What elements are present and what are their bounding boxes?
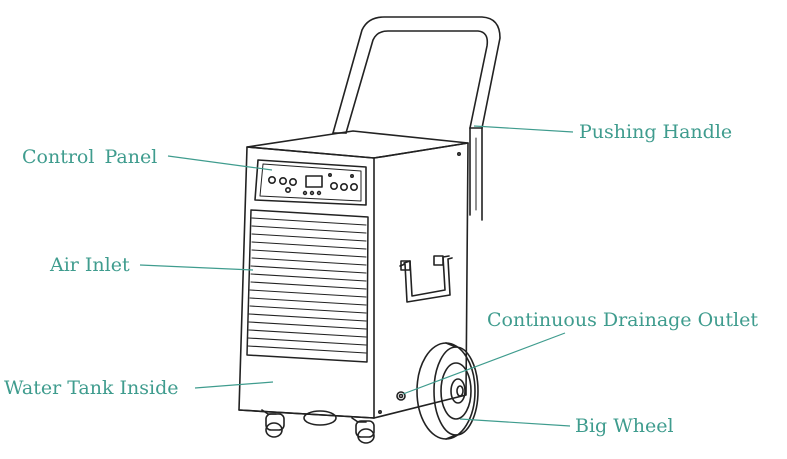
label-water-tank-inside: Water Tank Inside (4, 377, 179, 399)
leader-lines (139, 125, 574, 427)
leader-water-tank (194, 381, 274, 389)
drainage-outlet (396, 391, 406, 401)
label-continuous-drainage-outlet: Continuous Drainage Outlet (487, 309, 759, 331)
label-air-inlet: Air Inlet (50, 254, 130, 276)
leader-air-inlet (139, 264, 254, 271)
leader-big-wheel (459, 418, 571, 427)
big-wheel (416, 342, 479, 440)
unit-body (238, 130, 469, 419)
front-casters (261, 409, 375, 444)
control-panel-drawing (254, 159, 367, 206)
label-big-wheel: Big Wheel (575, 415, 674, 437)
pushing-handle (332, 16, 501, 221)
leader-control-panel (167, 155, 273, 171)
label-control-panel: Control Panel (22, 146, 158, 168)
air-inlet-grille (246, 209, 369, 363)
leader-drainage-outlet (402, 332, 566, 395)
label-pushing-handle: Pushing Handle (579, 121, 733, 143)
side-carry-handle (399, 255, 453, 303)
leader-pushing-handle (473, 125, 574, 133)
